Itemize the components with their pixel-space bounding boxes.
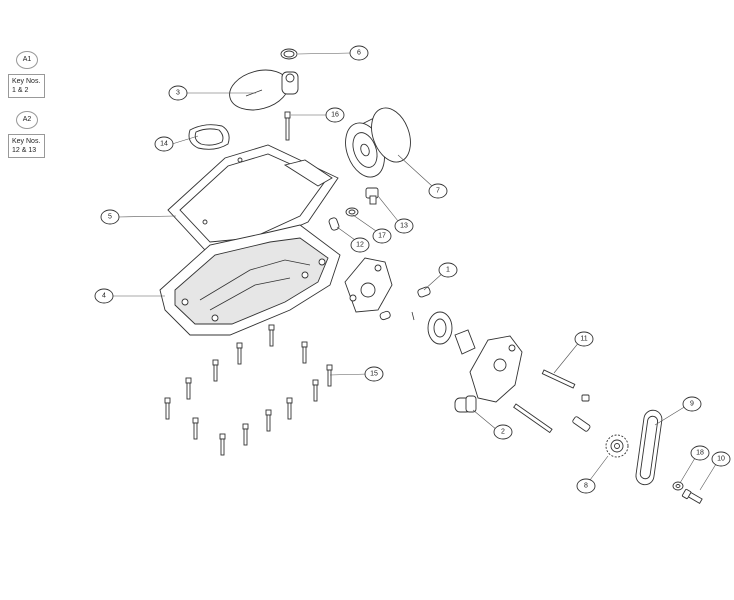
part-10-bolt: [681, 488, 703, 504]
part-4-oil-sump: [159, 224, 341, 336]
part-1-dowels: [379, 286, 431, 321]
callout-3-label: 3: [176, 90, 180, 97]
callout-1-label: 1: [446, 267, 450, 274]
oil-pump-rotors: [427, 311, 476, 355]
callout-6: 6: [349, 45, 369, 61]
oil-pump-housing-rear: [344, 257, 393, 313]
part-2-oil-pump-body: [454, 335, 523, 413]
callout-6-label: 6: [357, 50, 361, 57]
legend-a1-line1: Key Nos.: [12, 78, 41, 85]
callout-16-label: 16: [331, 112, 339, 119]
callout-18-label: 18: [696, 450, 704, 457]
callout-13: 13: [394, 218, 414, 234]
callout-4-label: 4: [102, 293, 106, 300]
leader-lines: [112, 52, 717, 491]
callout-16: 16: [325, 107, 345, 123]
part-6-o-ring: [280, 48, 298, 60]
part-7-oil-filter: [345, 107, 411, 178]
legend-box-a2: Key Nos. 12 & 13: [8, 134, 45, 158]
callout-12: 12: [350, 237, 370, 253]
callout-7: 7: [428, 183, 448, 199]
callout-17: 17: [372, 228, 392, 244]
part-18-washer: [672, 481, 684, 491]
callout-15: 15: [364, 366, 384, 382]
callout-5-label: 5: [108, 214, 112, 221]
callout-1: 1: [438, 262, 458, 278]
part-13-plug: [365, 187, 379, 205]
part-8-sprocket: [605, 434, 629, 458]
part-9-chain: [635, 409, 663, 486]
legend-a1-line2: 1 & 2: [12, 87, 29, 94]
callout-8: 8: [576, 478, 596, 494]
part-16-bolt: [284, 111, 291, 141]
callout-2: 2: [493, 424, 513, 440]
legend-box-a1: Key Nos. 1 & 2: [8, 74, 45, 98]
callout-12-label: 12: [356, 242, 364, 249]
callout-11-label: 11: [580, 336, 587, 343]
part-15-sump-bolts: [164, 324, 333, 456]
part-3-cover-plate: [229, 69, 299, 111]
callout-17-label: 17: [378, 233, 386, 240]
legend-tag-a2: A2: [16, 111, 38, 129]
part-17-washer: [345, 207, 359, 217]
part-12-dowel: [328, 217, 340, 231]
callout-11: 11: [574, 331, 594, 347]
callout-10-label: 10: [717, 456, 725, 463]
legend-a2-line2: 12 & 13: [12, 147, 37, 154]
callout-15-label: 15: [370, 371, 378, 378]
callout-13-label: 13: [400, 223, 408, 230]
callout-14-label: 14: [160, 141, 168, 148]
legend-tag-a1: A1: [16, 51, 38, 69]
pump-long-bolts: [513, 369, 591, 434]
callout-5: 5: [100, 209, 120, 225]
callout-8-label: 8: [584, 483, 588, 490]
part-14-gasket: [188, 124, 230, 150]
callout-18: 18: [690, 445, 710, 461]
callout-10: 10: [711, 451, 731, 467]
callout-14: 14: [154, 136, 174, 152]
part-5-sump-gasket: [167, 144, 339, 251]
legend-a2-line1: Key Nos.: [12, 138, 41, 145]
callout-9-label: 9: [690, 401, 694, 408]
callout-4: 4: [94, 288, 114, 304]
callout-3: 3: [168, 85, 188, 101]
callout-2-label: 2: [501, 429, 505, 436]
callout-9: 9: [682, 396, 702, 412]
callout-7-label: 7: [436, 188, 440, 195]
